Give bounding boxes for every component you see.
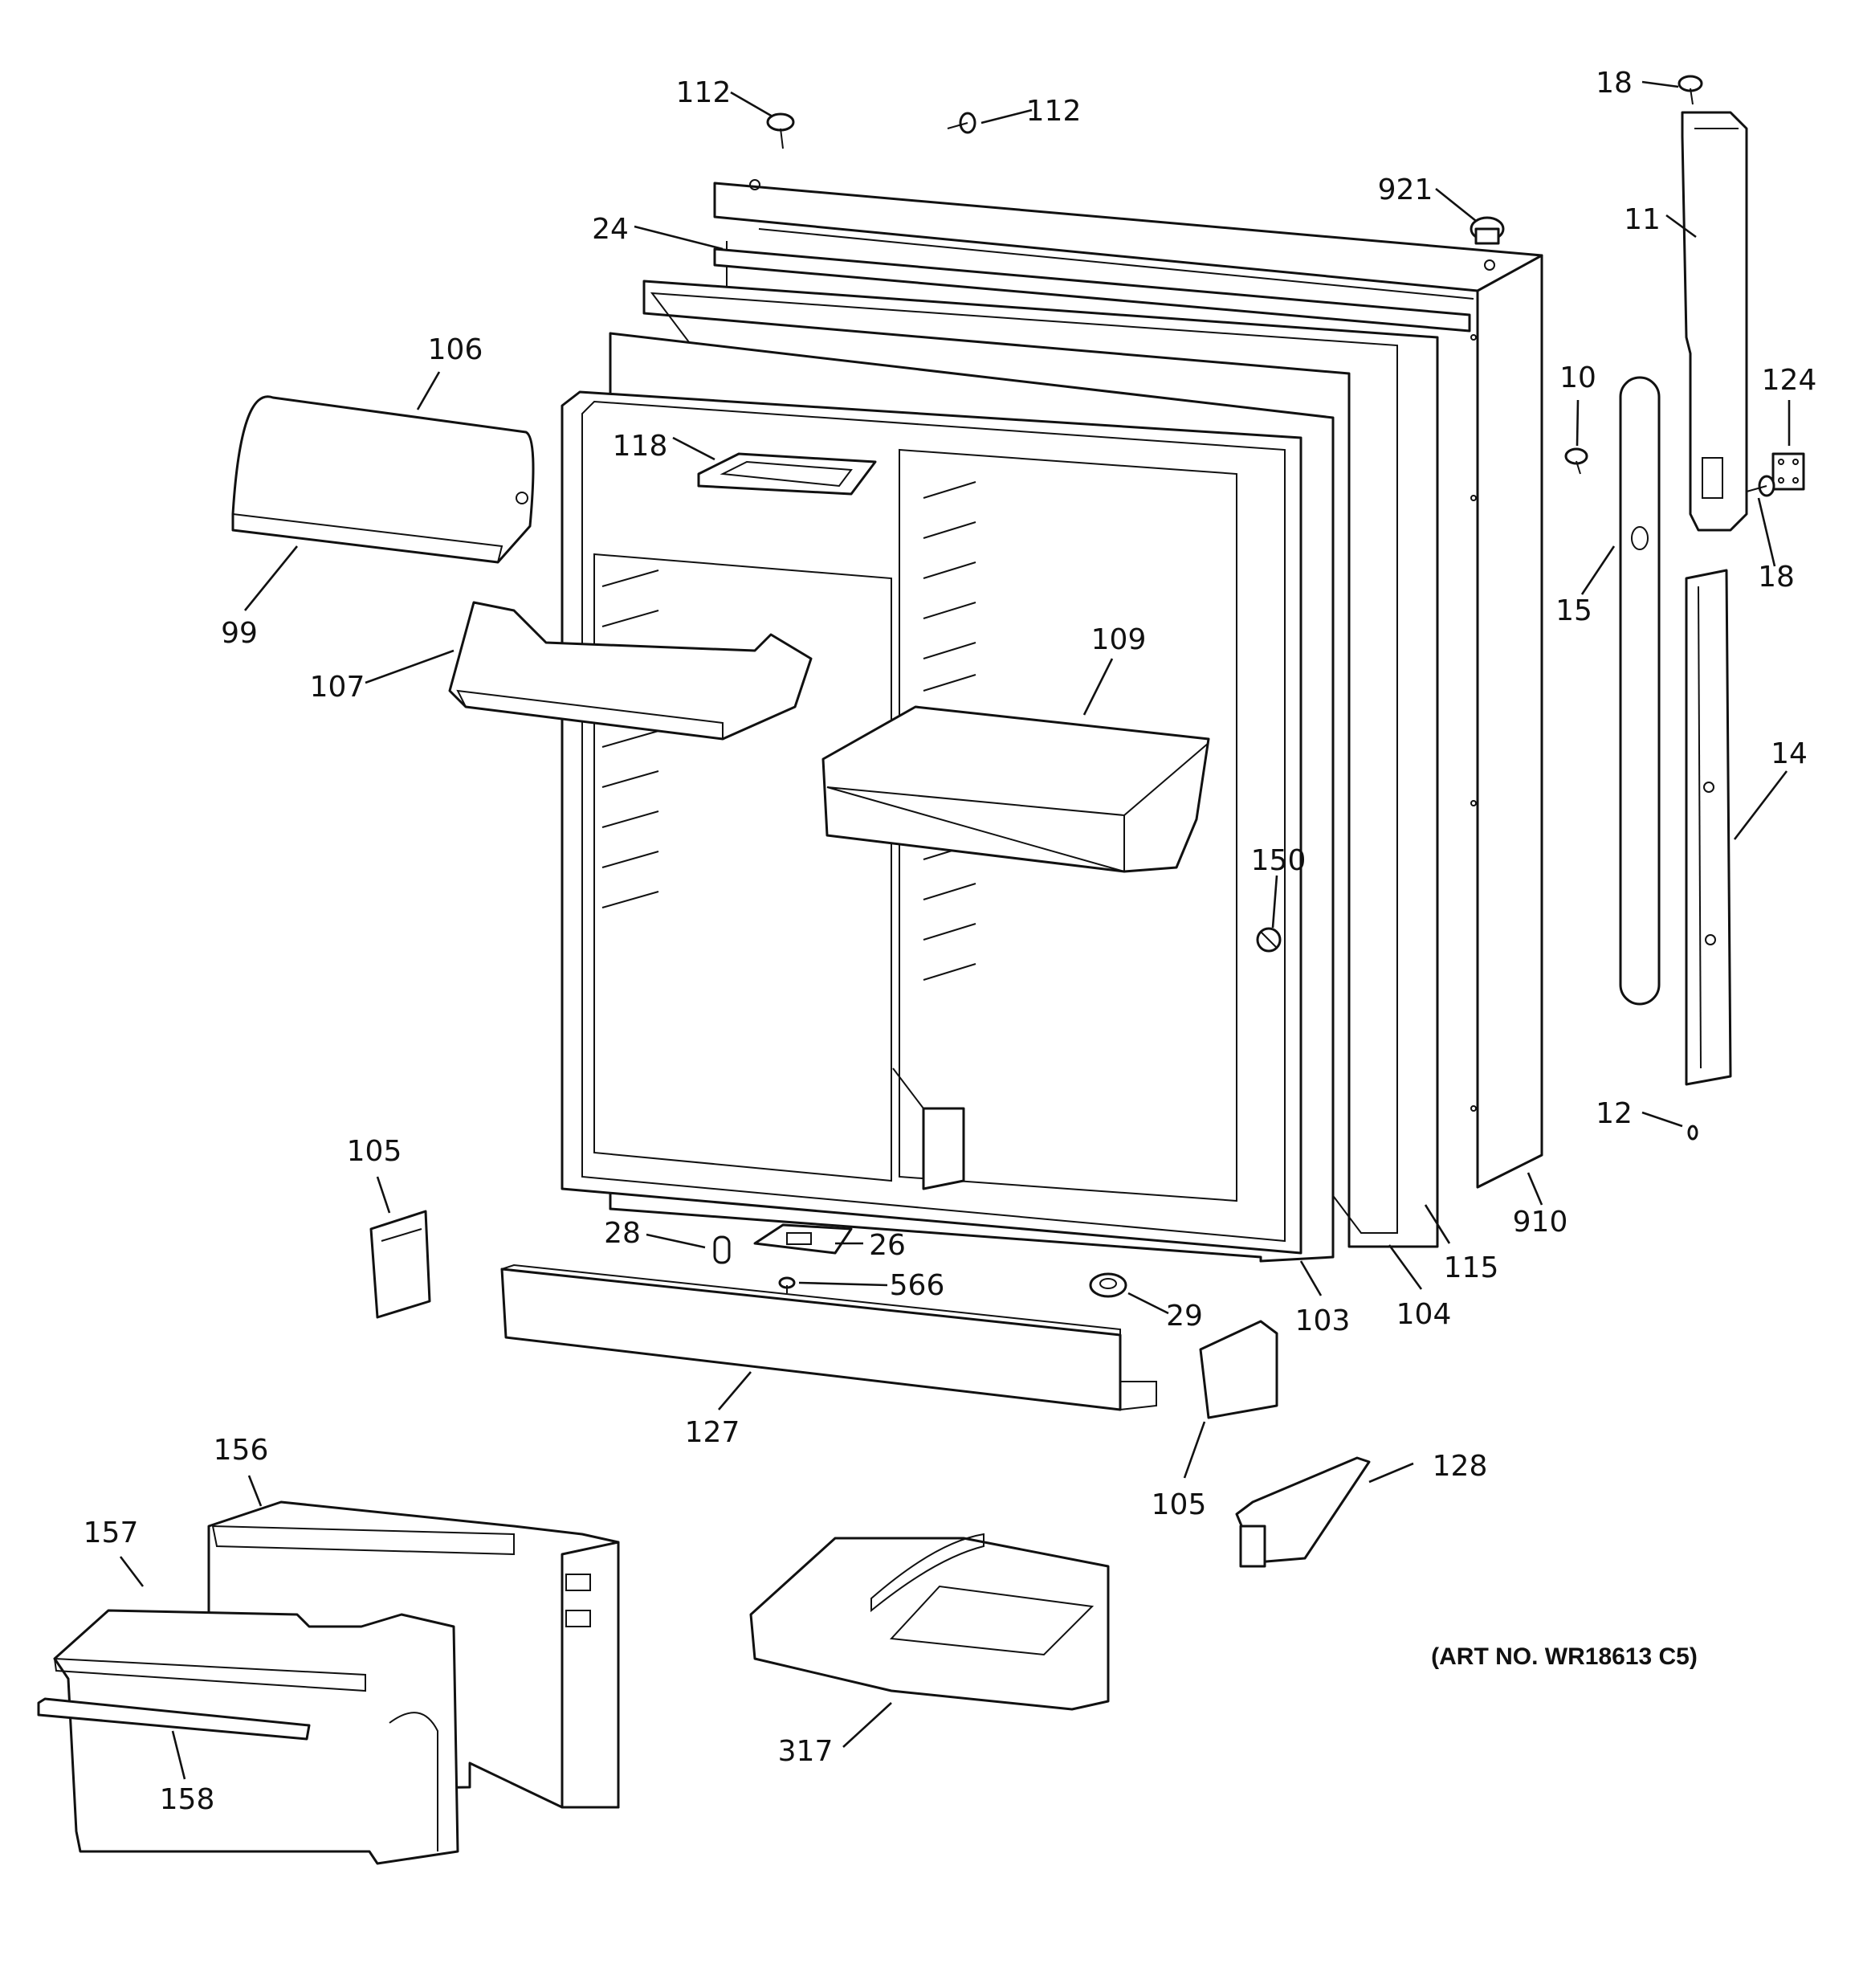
callout-12: 12 — [1596, 1097, 1633, 1130]
art-number: (ART NO. WR18613 C5) — [1431, 1643, 1698, 1670]
callout-28: 28 — [604, 1217, 641, 1250]
callout-128: 128 — [1433, 1450, 1488, 1483]
hole-plug-921 — [1470, 216, 1505, 245]
callout-26: 26 — [869, 1229, 906, 1262]
callout-156: 156 — [214, 1434, 269, 1467]
callout-910: 910 — [1513, 1206, 1568, 1239]
callout-15: 15 — [1555, 594, 1592, 627]
callout-104: 104 — [1396, 1298, 1452, 1331]
callout-103: 103 — [1295, 1304, 1351, 1337]
callout-labels: 112 112 18 921 24 11 106 10 124 118 18 9… — [84, 67, 1817, 1816]
outer-door-panel-910 — [713, 179, 1543, 1189]
callout-10: 10 — [1559, 361, 1596, 394]
cap-105-right — [1199, 1320, 1278, 1419]
callout-158: 158 — [160, 1783, 215, 1816]
bracket-128 — [1235, 1456, 1371, 1568]
shelf-bin-109 — [821, 705, 1210, 873]
callout-157: 157 — [84, 1517, 139, 1549]
screw-112-side — [947, 112, 976, 134]
callout-105-right: 105 — [1152, 1488, 1207, 1521]
screw-18-top — [1678, 75, 1703, 105]
plate-26 — [753, 1223, 853, 1255]
caddy-317 — [749, 1533, 1110, 1711]
dairy-door-106 — [231, 395, 535, 564]
handle-14 — [1685, 569, 1732, 1086]
callout-109: 109 — [1091, 623, 1147, 656]
leader-lines — [119, 80, 1791, 1780]
screw-18-side — [1746, 475, 1775, 497]
callout-24: 24 — [592, 213, 629, 246]
callout-107: 107 — [310, 671, 365, 704]
screw-10 — [1564, 447, 1588, 475]
callout-566: 566 — [890, 1269, 945, 1302]
dairy-bin-118 — [697, 452, 877, 496]
screw-566 — [778, 1276, 796, 1293]
callout-150: 150 — [1251, 844, 1307, 877]
plate-124 — [1771, 452, 1805, 491]
callout-18-top: 18 — [1596, 67, 1633, 100]
trim-strip-24 — [713, 247, 1471, 333]
callout-112-top: 112 — [676, 76, 732, 109]
toe-grille-127 — [500, 1263, 1157, 1411]
callout-118: 118 — [613, 430, 668, 463]
crisper-drawer-157 — [53, 1609, 459, 1865]
bearing-150 — [1256, 927, 1282, 953]
bearing-29 — [1089, 1272, 1127, 1298]
handle-cover-15 — [1619, 376, 1661, 1006]
callout-105-left: 105 — [347, 1135, 402, 1168]
grommet-28 — [713, 1235, 731, 1264]
shelf-107 — [448, 601, 813, 741]
callout-29: 29 — [1166, 1300, 1203, 1333]
callout-106: 106 — [428, 333, 483, 366]
callout-127: 127 — [685, 1416, 740, 1449]
hinge-bracket-11 — [1681, 111, 1748, 532]
callout-18-side: 18 — [1758, 561, 1795, 594]
callout-112-side: 112 — [1026, 95, 1082, 128]
screw-12 — [1687, 1125, 1698, 1141]
callout-14: 14 — [1771, 737, 1808, 770]
callout-99: 99 — [221, 617, 258, 650]
cap-105-left — [369, 1210, 431, 1319]
drawer-handle-158 — [37, 1697, 311, 1741]
callout-115: 115 — [1444, 1251, 1499, 1284]
callout-921: 921 — [1378, 173, 1433, 206]
callout-317: 317 — [778, 1735, 834, 1768]
screw-112-top — [766, 112, 795, 149]
callout-11: 11 — [1624, 203, 1661, 236]
callout-124: 124 — [1762, 364, 1817, 397]
